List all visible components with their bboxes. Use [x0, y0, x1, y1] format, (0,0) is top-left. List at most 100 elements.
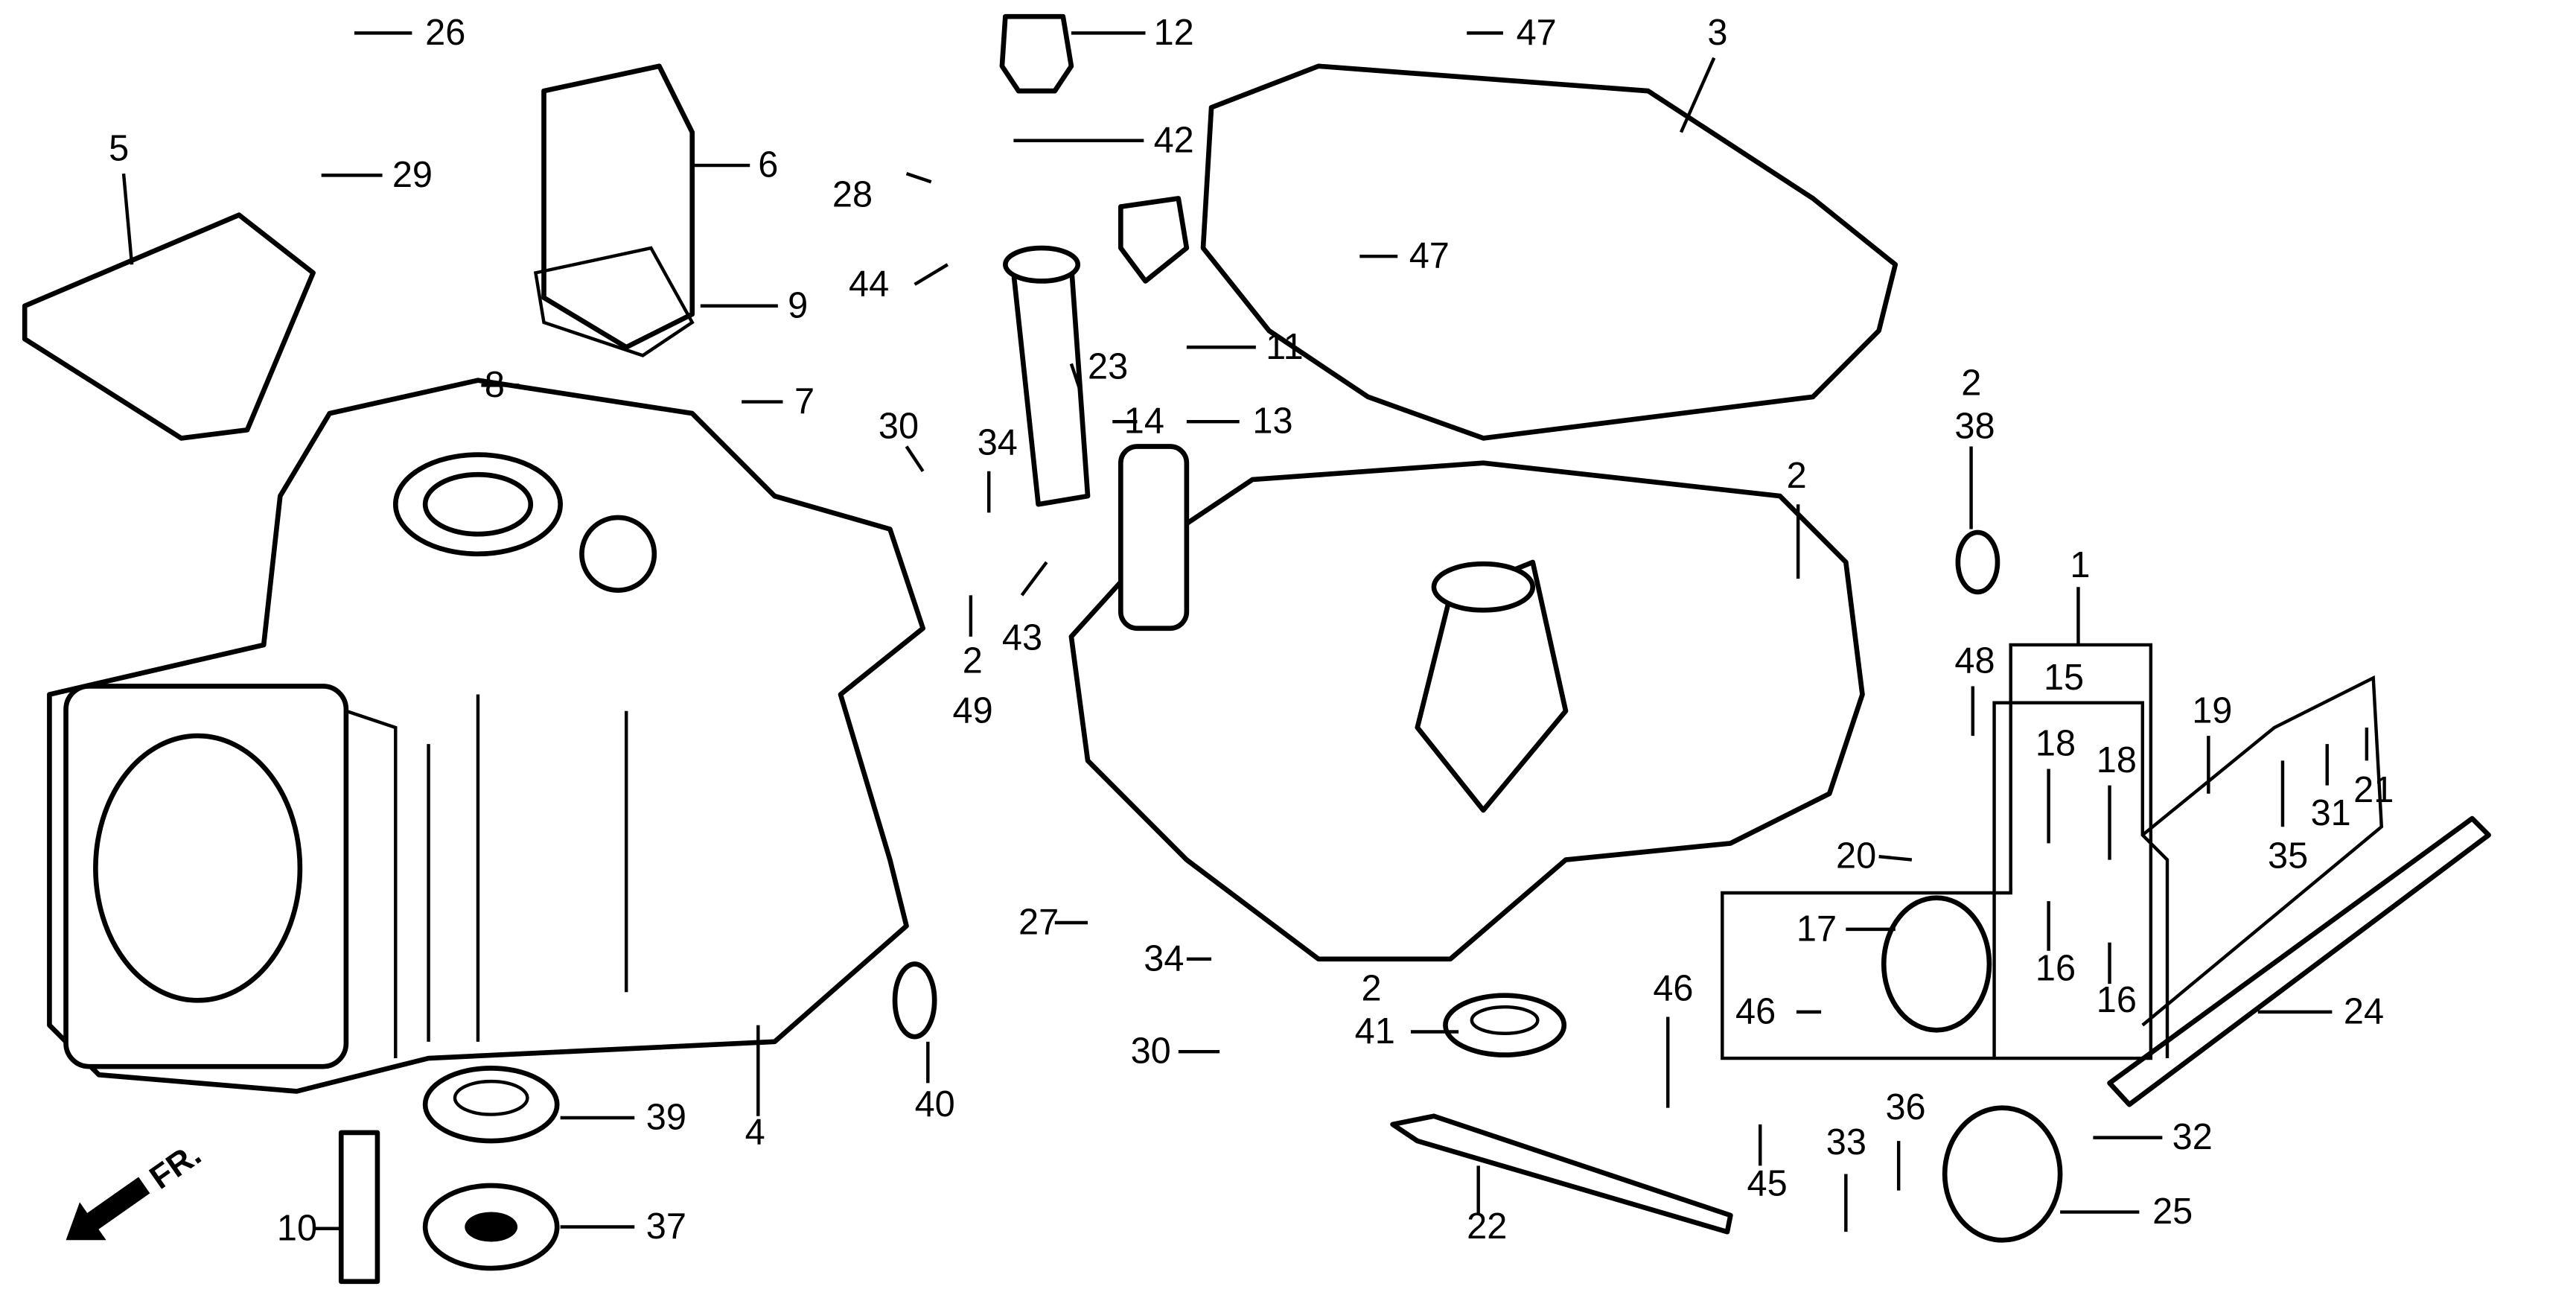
callout-1: 1 — [2070, 545, 2090, 645]
callout-box-15 — [1992, 701, 2169, 1059]
callout-number: 29 — [392, 155, 433, 195]
callout-32: 32 — [2093, 1117, 2213, 1157]
callout-number: 3 — [1707, 13, 1727, 53]
callout-number: 48 — [1954, 641, 1995, 681]
callout-number: 31 — [2311, 793, 2351, 833]
callout-29: 29 — [321, 155, 433, 195]
callout-27: 27 — [1018, 902, 1088, 943]
callout-number: 17 — [1796, 909, 1837, 949]
callout-34: 34 — [978, 423, 1018, 513]
callout-number: 34 — [1144, 938, 1184, 979]
callout-number: 19 — [2192, 690, 2232, 731]
shaft-part — [2107, 815, 2491, 1107]
callout-number: 43 — [1002, 618, 1042, 658]
callout-number: 16 — [2097, 980, 2137, 1020]
callout-number: 36 — [1885, 1087, 1925, 1127]
callout-number: 35 — [2268, 836, 2308, 877]
callout-number: 6 — [758, 145, 778, 185]
callout-47: 47 — [1359, 236, 1450, 276]
callout-3: 3 — [1679, 13, 1727, 133]
callout-number: 13 — [1252, 401, 1292, 442]
callout-48: 48 — [1954, 641, 1995, 737]
callout-41: 41 — [1355, 1011, 1459, 1052]
callout-number: 2 — [1787, 456, 1807, 496]
callout-5: 5 — [109, 128, 134, 265]
callout-26: 26 — [354, 13, 465, 53]
callout-number: 8 — [485, 365, 505, 405]
callout-16: 16 — [2035, 901, 2076, 989]
callout-40: 40 — [915, 1041, 955, 1124]
callout-number: 41 — [1355, 1011, 1395, 1052]
shroud-part — [22, 212, 316, 441]
callout-20: 20 — [1836, 836, 1913, 877]
callout-number: 39 — [646, 1097, 686, 1137]
callout-33: 33 — [1826, 1122, 1866, 1232]
callout-11: 11 — [1186, 327, 1304, 367]
callout-number: 32 — [2172, 1117, 2213, 1157]
crankcase-gasket — [1200, 63, 1898, 441]
callout-box-1 — [1721, 643, 2153, 1060]
callout-36: 36 — [1885, 1087, 1926, 1191]
leader-line — [914, 263, 949, 286]
callout-15: 15 — [2044, 658, 2084, 698]
callout-30: 30 — [879, 406, 925, 473]
leader-line — [1069, 363, 1082, 389]
callout-number: 34 — [978, 423, 1018, 463]
callout-22: 22 — [1467, 1165, 1507, 1247]
front-direction-arrow: FR. — [66, 1136, 208, 1241]
callout-number: 38 — [1954, 406, 1995, 446]
svg-text:FR.: FR. — [143, 1136, 207, 1196]
callout-number: 18 — [2035, 724, 2076, 764]
callout-number: 11 — [1266, 327, 1304, 367]
callout-number: 5 — [109, 128, 129, 168]
callout-number: 12 — [1154, 13, 1194, 53]
callout-30: 30 — [1131, 1031, 1220, 1072]
callout-number: 28 — [832, 174, 873, 214]
callout-number: 45 — [1747, 1163, 1788, 1203]
callout-43: 43 — [1002, 561, 1048, 658]
callout-number: 47 — [1409, 236, 1450, 276]
dipstick-part — [1390, 1113, 1733, 1235]
callout-13: 13 — [1186, 401, 1293, 442]
callout-46: 46 — [1735, 991, 1822, 1031]
callout-number: 7 — [794, 381, 814, 421]
callout-number: 15 — [2044, 658, 2084, 698]
callout-9: 9 — [700, 285, 808, 325]
callout-number: 2 — [963, 641, 983, 681]
callout-number: 18 — [2097, 740, 2137, 780]
leader-line — [1679, 57, 1716, 133]
callout-2: 2 — [1961, 363, 1981, 404]
callout-31: 31 — [2311, 744, 2351, 833]
callout-45: 45 — [1747, 1124, 1788, 1203]
callout-24: 24 — [2257, 991, 2384, 1031]
callout-number: 44 — [849, 264, 889, 304]
callout-14: 14 — [1112, 401, 1164, 442]
callout-number: 20 — [1836, 836, 1876, 877]
callout-28: 28 — [832, 172, 932, 215]
callout-number: 16 — [2035, 949, 2076, 989]
callout-number: 9 — [788, 285, 808, 325]
callout-19: 19 — [2192, 690, 2232, 794]
callout-number: 26 — [425, 13, 465, 53]
callout-number: 49 — [953, 690, 993, 731]
callout-21: 21 — [2353, 727, 2394, 810]
callout-number: 24 — [2344, 991, 2384, 1031]
callout-number: 1 — [2070, 545, 2090, 585]
callout-number: 46 — [1653, 968, 1693, 1008]
callout-23: 23 — [1069, 346, 1128, 389]
callout-17: 17 — [1796, 909, 1896, 949]
callout-number: 22 — [1467, 1206, 1507, 1247]
callout-25: 25 — [2060, 1192, 2193, 1232]
leader-line — [905, 445, 925, 473]
callout-number: 2 — [1961, 363, 1981, 404]
callout-2: 2 — [1362, 968, 1382, 1008]
callout-49: 49 — [953, 595, 993, 731]
callout-7: 7 — [742, 381, 814, 421]
crankcase-cover — [1068, 444, 1865, 962]
callout-number: 30 — [1131, 1031, 1171, 1072]
callout-number: 2 — [1362, 968, 1382, 1008]
callout-number: 46 — [1735, 991, 1776, 1031]
callout-8: 8 — [481, 365, 520, 405]
callout-number: 23 — [1088, 346, 1128, 386]
